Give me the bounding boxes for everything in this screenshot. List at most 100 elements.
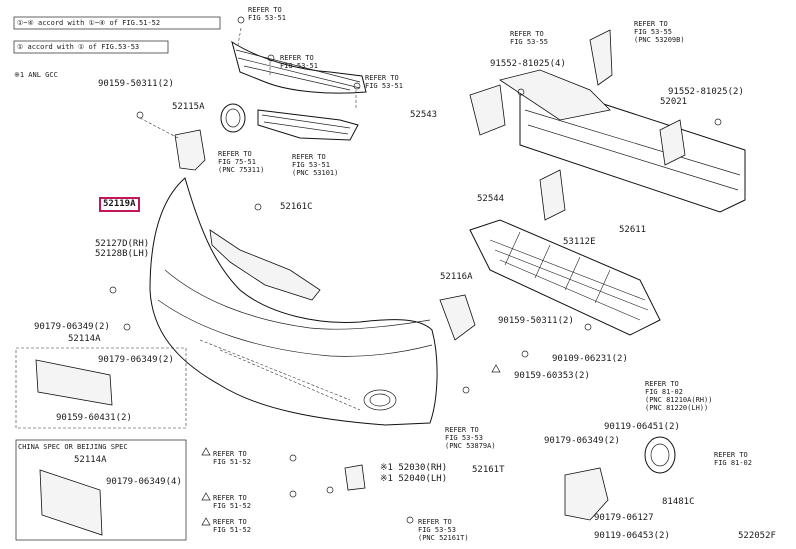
part-number: 52114A [68,334,101,344]
part-number: ※1 52030(RH) [380,463,448,473]
ref-label: REFER TO FIG 53-53 (PNC 52161T) [418,518,469,542]
part-number: 91552-81025(4) [490,59,566,69]
part-number: 52115A [172,102,205,112]
fog-lamp [644,436,676,474]
ref-label: REFER TO FIG 53-51 [365,74,403,90]
warning-triangle-icon [491,364,501,373]
license-group-b [15,439,187,541]
part-number: 90179-06349(2) [98,355,174,365]
part-number: 52161C [280,202,313,212]
support-52030 [344,464,366,491]
center-grille-opening [209,229,321,301]
part-number: 90159-60353(2) [514,371,590,381]
leader [139,117,179,139]
upper-grille-slats [235,49,361,91]
fog-lamp-inner [650,443,670,467]
part-number: 90119-06451(2) [604,422,680,432]
part-number: 52544 [477,194,505,204]
warning-triangle-icon [201,517,211,526]
part-number: 52114A [74,455,107,465]
part-number: 90159-60431(2) [56,413,132,423]
leader [199,339,361,411]
fog-lamp-bezel [564,467,609,521]
ref-label: REFER TO FIG 53-53 (PNC 53879A) [445,426,496,450]
emblem [220,103,246,133]
ref-label: REFER TO FIG 53-51 (PNC 53101) [292,153,339,177]
warning-triangle-icon [201,492,211,501]
part-number: 52611 [619,225,647,235]
clip-icon [326,486,334,494]
fog-lamp-hole [363,389,397,411]
part-number: 90179-06127 [594,513,654,523]
part-number-highlighted: 52119A [99,197,140,212]
ref-label: REFER TO FIG 53-55 (PNC 53209B) [634,20,685,44]
clip-icon [353,82,361,90]
ref-label: REFER TO FIG 53-51 [280,54,318,70]
part-number: 90179-06349(4) [106,477,182,487]
license-bracket-b [39,469,103,536]
legend-box-2 [13,40,169,54]
part-number: 90159-50311(2) [498,316,574,326]
bolt-icon [714,118,722,126]
reinforcement-line [524,109,741,191]
legend-line-1: ①~④ accord with ①~④ of FIG.51-52 [17,19,161,27]
bolt-icon [517,88,525,96]
ref-label: REFER TO FIG 75-51 (PNC 75311) [218,150,265,174]
diagram-code: 522052F [738,531,776,541]
clip-icon [289,490,297,498]
reinforcement-top [499,69,611,121]
part-number: ※1 52040(LH) [380,474,448,484]
leader [237,27,242,46]
legend-line-3: ※1 ANL GCC [14,71,58,79]
bracket-52115A [174,129,206,171]
part-number: 52543 [410,110,438,120]
bumper-line [164,269,431,330]
legend-line-2: ① accord with ① of FIG.53-53 [17,43,140,51]
clip-icon [289,454,297,462]
clip-icon [109,286,117,294]
part-number: 52161T [472,465,505,475]
fog-lamp-hole-inner [369,393,391,407]
clip-icon [267,54,275,62]
part-number: 81481C [662,497,695,507]
emblem-inner [225,108,241,128]
bolt-icon [521,350,529,358]
clip-icon [237,16,245,24]
ref-label: REFER TO FIG 53-51 [248,6,286,22]
ref-label: REFER TO FIG 51-52 [213,494,251,510]
bumper-line [157,299,433,357]
part-number: 52128B(LH) [95,249,150,259]
ref-label: REFER TO FIG 81-02 [714,451,752,467]
legend-box-1 [13,16,221,30]
bolt-icon [136,111,144,119]
part-number: 90159-50311(2) [98,79,174,89]
bracket-52116A [439,294,476,341]
retainer-52544 [539,169,566,221]
lower-grille-strip-slats [261,114,351,135]
lower-grille-strip [257,109,359,141]
ref-label: REFER TO FIG 81-02 (PNC 81210A(RH)) (PNC… [645,380,713,412]
part-number: 90179-06349(2) [544,436,620,446]
part-number: 53112E [563,237,596,247]
china-spec-label: CHINA SPEC OR BEIJING SPEC [18,443,128,451]
ref-label: REFER TO FIG 51-52 [213,450,251,466]
part-number: 91552-81025(2) [668,87,744,97]
ref-label: REFER TO FIG 53-55 [510,30,548,46]
license-bracket-a [35,359,113,406]
clip-icon [254,203,262,211]
part-number: 90119-06453(2) [594,531,670,541]
bolt-icon [123,323,131,331]
part-number: 52021 [660,97,688,107]
part-number: 90109-06231(2) [552,354,628,364]
part-number: 52116A [440,272,473,282]
upper-grille [231,40,367,94]
clip-icon [462,386,470,394]
license-group-a [15,347,187,429]
warning-triangle-icon [201,447,211,456]
bracket-52021 [659,119,686,166]
bolt-icon [584,323,592,331]
part-number: 52127D(RH) [95,239,150,249]
retainer-52543 [469,84,506,136]
